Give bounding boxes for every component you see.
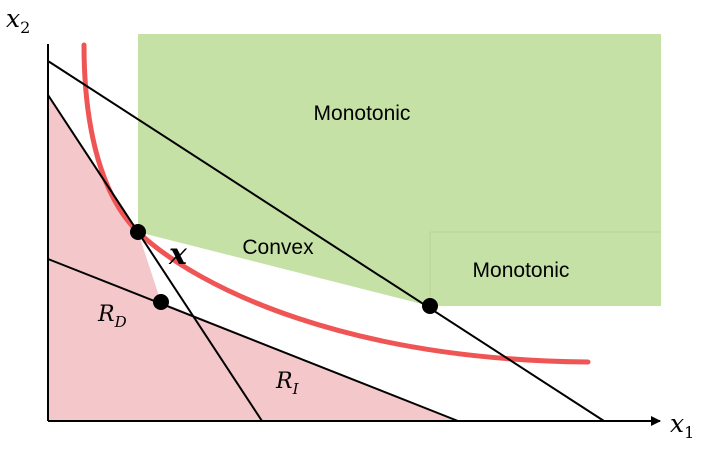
indifference-curve (81, 42, 591, 365)
point-rd (153, 294, 169, 310)
monotonic-region (138, 34, 661, 306)
rejected-region (48, 95, 458, 421)
x-axis-label: x1 (670, 409, 694, 442)
budget-line-steep (47, 94, 263, 422)
budget-line-upper (47, 60, 605, 422)
monotonic-upper-label: Monotonic (314, 102, 411, 125)
budget-line-lower (47, 258, 459, 422)
y-axis-label: x2 (6, 4, 30, 37)
point-monotonic-corner (422, 298, 438, 314)
convex-label: Convex (242, 236, 314, 259)
r-i-label: RI (275, 369, 300, 398)
monotonic-lower-label: Monotonic (473, 259, 570, 282)
point-x-label: x (168, 237, 188, 272)
point-x (130, 224, 146, 240)
r-d-label: RD (97, 302, 127, 331)
